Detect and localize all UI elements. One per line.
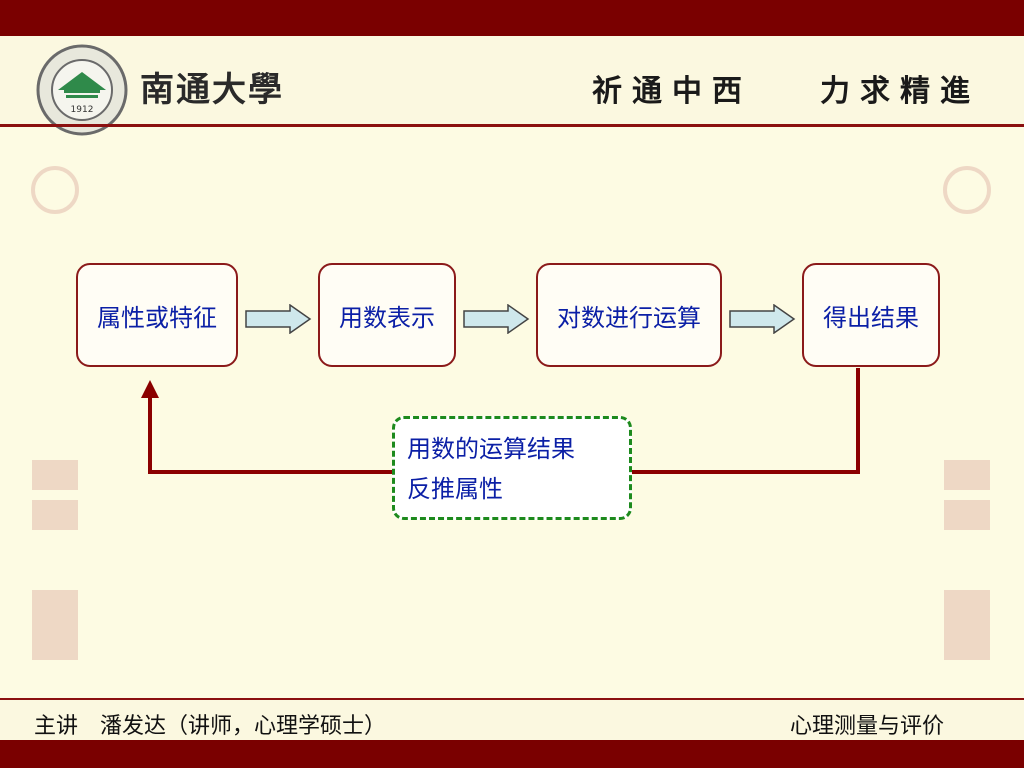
footer-rule [0, 698, 1024, 700]
header [0, 36, 1024, 126]
arrow-right-icon [245, 304, 312, 334]
bottom-bar [0, 740, 1024, 768]
arrow-right-icon [729, 304, 796, 334]
node-compute: 对数进行运算 [536, 263, 722, 367]
feedback-note: 用数的运算结果 反推属性 [392, 416, 632, 520]
svg-text:1912: 1912 [71, 105, 94, 115]
university-logo: 1912 [36, 44, 128, 136]
top-bar [0, 0, 1024, 36]
footer [0, 700, 1024, 740]
feedback-note-line: 用数的运算结果 [407, 435, 575, 463]
feedback-note-line: 反推属性 [407, 475, 503, 503]
node-attribute: 属性或特征 [76, 263, 238, 367]
node-represent: 用数表示 [318, 263, 456, 367]
right-ornament-icon [943, 166, 991, 660]
header-rule [0, 124, 1024, 127]
lecturer-info: 主讲 潘发达（讲师，心理学硕士） [34, 714, 387, 739]
course-title: 心理测量与评价 [789, 714, 944, 739]
university-name: 南通大學 [140, 70, 284, 110]
motto-left: 祈通中西 [592, 74, 752, 109]
node-result: 得出结果 [802, 263, 940, 367]
motto-right: 力求精進 [820, 74, 980, 109]
left-ornament-icon [31, 166, 79, 660]
arrow-right-icon [463, 304, 530, 334]
